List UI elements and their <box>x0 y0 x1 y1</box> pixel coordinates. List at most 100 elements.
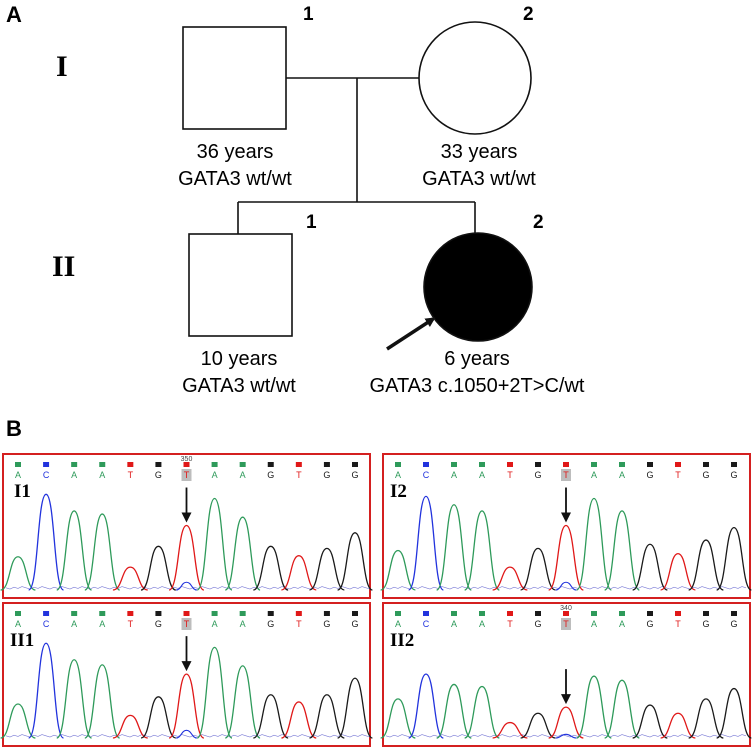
base-call: C <box>423 619 430 629</box>
trace-peak <box>408 673 444 739</box>
affected-female-symbol-ii2 <box>423 232 533 342</box>
base-quality-marker <box>423 611 429 616</box>
base-quality-marker <box>99 462 106 467</box>
position-label-ii2: 340 <box>560 605 572 612</box>
ii2-genotype: GATA3 c.1050+2T>C/wt <box>370 375 585 397</box>
trace-peak <box>112 566 148 591</box>
base-call: C <box>43 619 50 629</box>
base-quality-marker <box>183 462 190 467</box>
base-call: G <box>534 619 541 629</box>
trace-peak <box>224 516 261 591</box>
trace-peak <box>140 545 177 591</box>
variant-highlight <box>181 469 192 481</box>
base-call: T <box>184 470 190 480</box>
base-call: A <box>240 470 246 480</box>
base-quality-marker <box>239 611 246 616</box>
base-quality-marker <box>451 462 457 467</box>
base-quality-marker <box>507 462 513 467</box>
secondary-peak <box>555 581 577 591</box>
base-quality-marker <box>395 611 401 616</box>
base-call: A <box>619 470 625 480</box>
trace-peak <box>492 721 528 739</box>
base-quality-marker <box>295 462 302 467</box>
variant-highlight <box>181 618 192 630</box>
i2-genotype: GATA3 wt/wt <box>422 168 536 190</box>
base-quality-marker <box>71 611 78 616</box>
base-quality-marker <box>647 462 653 467</box>
base-call: A <box>240 619 246 629</box>
base-call: G <box>267 470 274 480</box>
base-quality-marker <box>591 611 597 616</box>
base-quality-marker <box>563 462 569 467</box>
base-quality-marker <box>239 462 246 467</box>
base-quality-marker <box>211 462 218 467</box>
base-quality-marker <box>155 611 162 616</box>
base-quality-marker <box>479 462 485 467</box>
trace-peak <box>548 706 584 739</box>
trace-peak <box>196 497 233 591</box>
base-quality-marker <box>731 611 737 616</box>
base-call: T <box>296 619 302 629</box>
base-quality-marker <box>99 611 106 616</box>
male-symbol-i1 <box>182 26 287 130</box>
base-call: A <box>99 470 105 480</box>
variant-highlight <box>561 618 571 630</box>
base-call: G <box>646 470 653 480</box>
trace-peak <box>309 694 345 739</box>
base-quality-marker <box>211 611 218 616</box>
ii1-number: 1 <box>306 212 317 233</box>
sample-label-i2: I2 <box>390 481 407 502</box>
base-call: A <box>479 619 485 629</box>
base-quality-marker <box>731 462 737 467</box>
ii2-number: 2 <box>533 212 544 233</box>
base-quality-marker <box>71 462 78 467</box>
trace-peak <box>281 701 317 739</box>
base-call: T <box>675 470 681 480</box>
trace-peak <box>84 513 121 591</box>
trace-peak <box>224 665 261 739</box>
variant-highlight <box>561 469 571 481</box>
base-quality-marker <box>535 462 541 467</box>
base-call: G <box>646 619 653 629</box>
base-call: A <box>71 619 77 629</box>
base-call: A <box>479 470 485 480</box>
generation-ii-label: II <box>52 250 75 283</box>
trace-peak <box>688 698 724 739</box>
trace-baseline <box>5 734 371 738</box>
base-quality-marker <box>267 462 274 467</box>
base-quality-marker <box>675 611 681 616</box>
trace-peak <box>520 547 556 591</box>
generation-i-label: I <box>56 50 68 83</box>
trace-peak <box>281 555 317 591</box>
base-call: G <box>534 470 541 480</box>
base-call: G <box>323 470 330 480</box>
base-quality-marker <box>323 462 330 467</box>
base-call: G <box>155 619 162 629</box>
base-quality-marker <box>423 462 429 467</box>
base-quality-marker <box>703 462 709 467</box>
base-quality-marker <box>395 462 401 467</box>
trace-peak <box>337 677 373 739</box>
base-call: A <box>451 470 457 480</box>
trace-peak <box>0 703 36 739</box>
trace-peak <box>253 545 289 591</box>
trace-peak <box>464 685 500 739</box>
trace-peak <box>56 510 93 591</box>
base-quality-marker <box>127 462 134 467</box>
trace-peaks-i2 <box>380 495 752 591</box>
trace-peak <box>660 712 696 739</box>
trace-peak <box>253 694 289 739</box>
base-call: C <box>423 470 430 480</box>
panel-a: A I II 1 36 years GATA3 wt/wt 2 33 years… <box>6 2 585 397</box>
trace-peak <box>436 504 472 591</box>
base-call: T <box>563 470 569 480</box>
trace-peaks-ii1 <box>0 642 373 739</box>
trace-baseline <box>385 586 747 590</box>
base-call: A <box>619 619 625 629</box>
